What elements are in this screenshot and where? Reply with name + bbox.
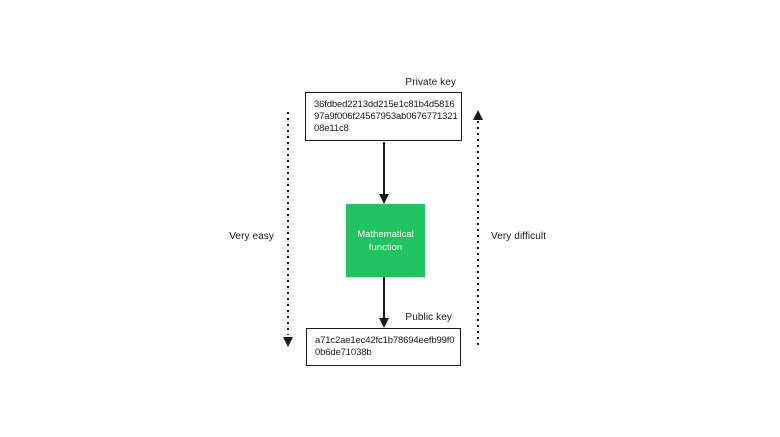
arrow-down-icon — [283, 337, 293, 347]
private-key-line-3: 08e11c8 — [314, 123, 349, 134]
very-difficult-label: Very difficult — [491, 231, 547, 242]
arrow-line-private-to-function — [383, 142, 385, 195]
arrow-line-function-to-public — [383, 277, 385, 319]
function-label-line-2: function — [368, 241, 403, 253]
private-key-line-2: 97a9f006f24567953ab0676771321 — [314, 111, 458, 122]
function-label-line-1: Mathematical — [357, 228, 414, 240]
private-key-label: Private key — [405, 77, 456, 88]
mathematical-function-box: Mathematical function — [346, 204, 425, 277]
private-key-line-1: 36fdbed2213dd215e1c81b4d5816 — [314, 99, 455, 110]
very-easy-dotted-line — [287, 112, 289, 335]
public-key-label: Public key — [405, 312, 452, 323]
public-key-line-2: 0b6de71038b — [315, 347, 372, 358]
private-key-box: 36fdbed2213dd215e1c81b4d5816 97a9f006f24… — [305, 92, 462, 141]
very-difficult-dotted-line — [477, 121, 479, 347]
very-easy-label: Very easy — [229, 231, 274, 242]
arrow-down-icon — [379, 318, 389, 328]
arrow-up-icon — [473, 110, 483, 120]
public-key-line-1: a71c2ae1ec42fc1b78694eefb99f0 — [315, 335, 455, 346]
arrow-down-icon — [379, 194, 389, 204]
public-key-box: a71c2ae1ec42fc1b78694eefb99f0 0b6de71038… — [306, 328, 461, 366]
